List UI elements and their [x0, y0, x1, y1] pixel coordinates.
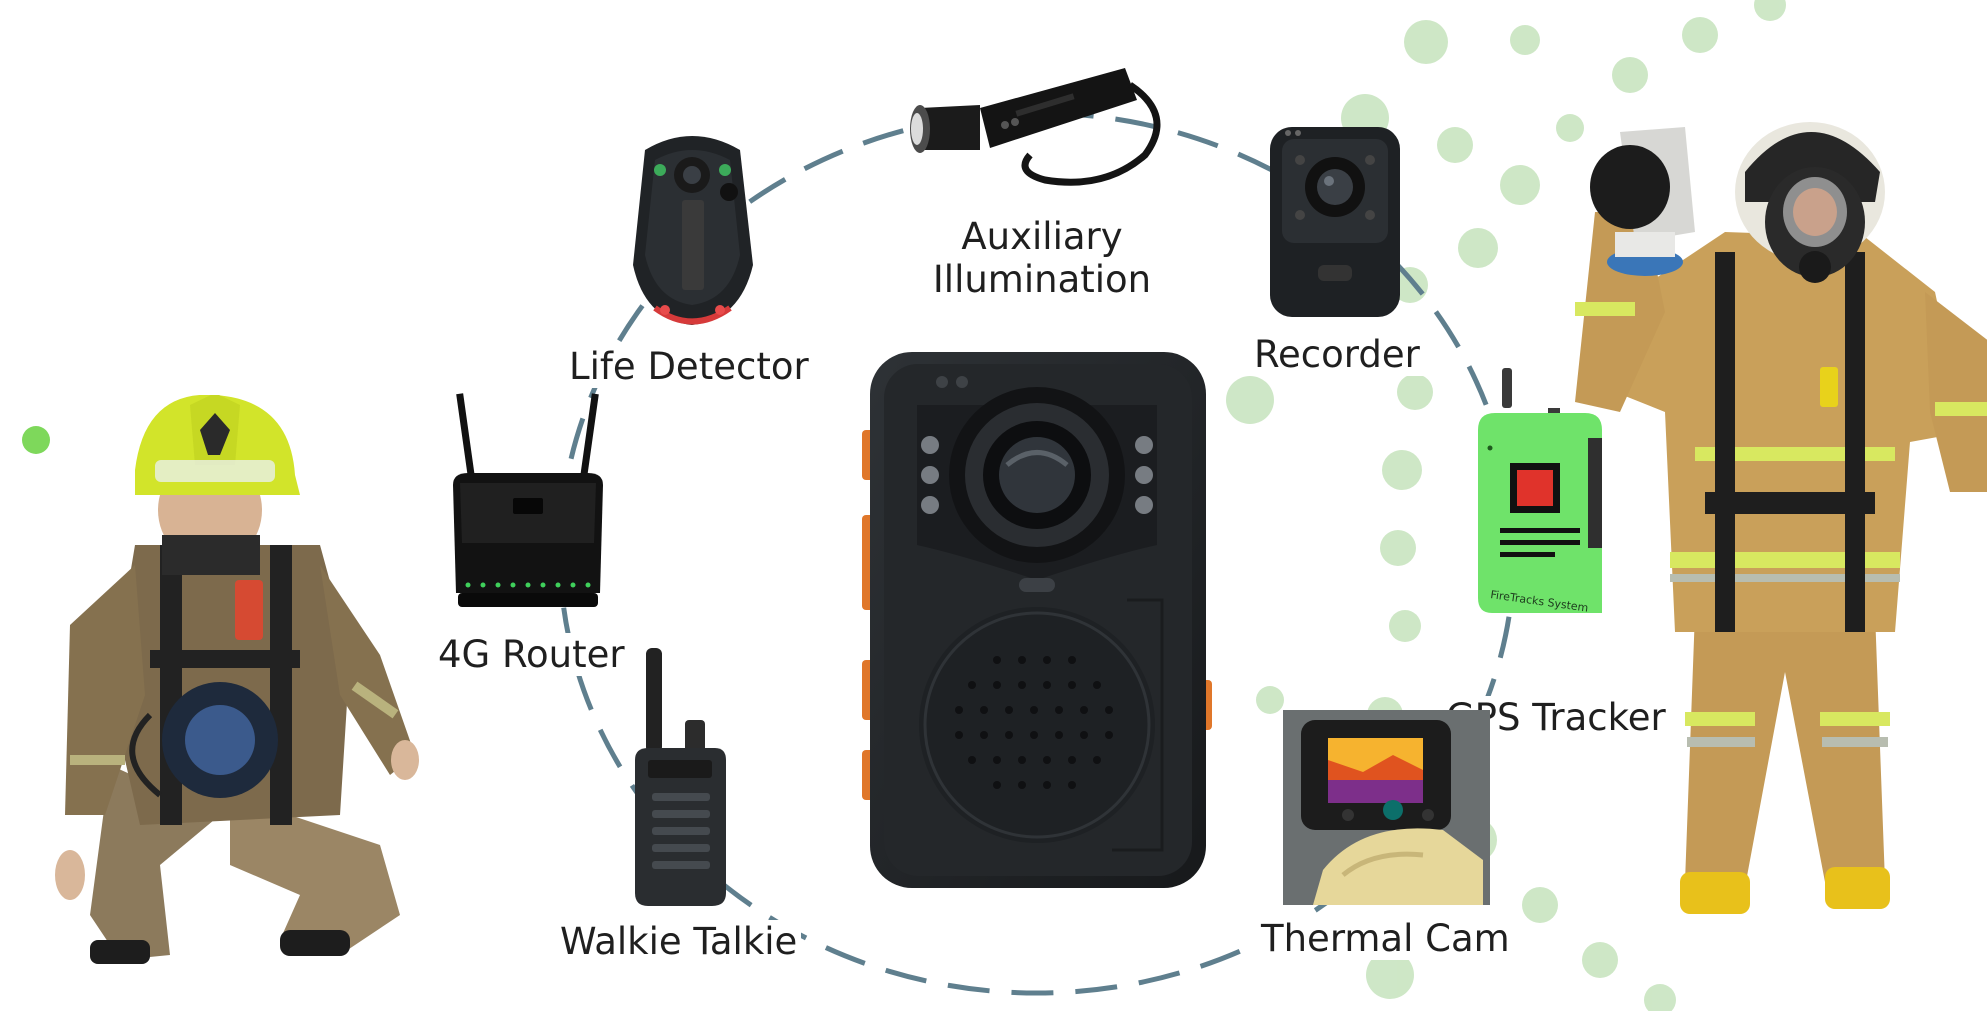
- label-walkie-talkie: Walkie Talkie: [556, 920, 802, 963]
- label-auxiliary-line-1: Auxiliary: [961, 215, 1123, 258]
- label-thermal-cam: Thermal Cam: [1257, 917, 1514, 960]
- firefighter-standing: [1575, 122, 1987, 914]
- label-recorder: Recorder: [1250, 333, 1424, 376]
- walkie-talkie-icon: [635, 648, 726, 906]
- label-life-detector: Life Detector: [565, 345, 813, 388]
- life-detector-icon: [633, 136, 753, 325]
- label-4g-router: 4G Router: [434, 633, 629, 676]
- body-camera-icon: [1270, 127, 1400, 317]
- gps-tracker-icon: FireTracks System: [1478, 368, 1602, 613]
- body-worn-camera-icon: [862, 352, 1212, 888]
- flashlight-icon: [910, 68, 1161, 186]
- firefighter-crouching: [55, 395, 419, 964]
- label-auxiliary-line-2: Illumination: [932, 258, 1152, 301]
- router-icon: [453, 393, 603, 607]
- label-auxiliary-illumination: Auxiliary Illumination: [923, 215, 1161, 301]
- thermal-camera-icon: [1283, 710, 1490, 905]
- accent-dot: [22, 426, 50, 454]
